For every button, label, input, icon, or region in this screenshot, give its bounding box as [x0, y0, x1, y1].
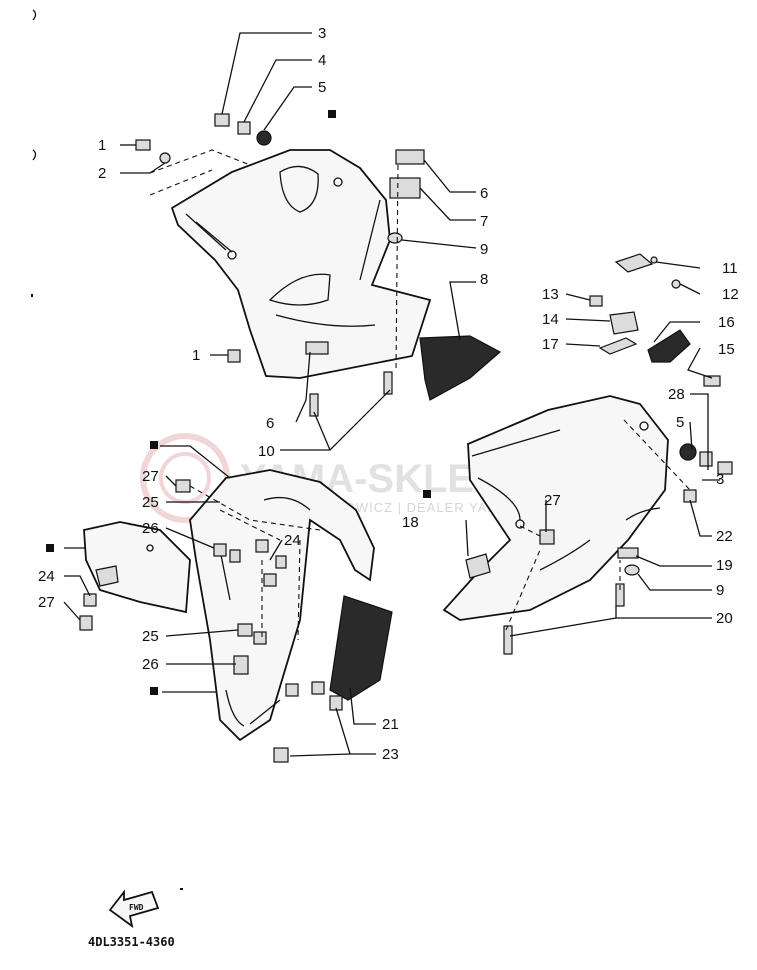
callout-1: 1 — [98, 137, 106, 154]
lower-left-leader-lines — [63, 445, 376, 757]
callout-24-left: 24 — [38, 568, 55, 585]
callout-4: 4 — [318, 52, 326, 69]
callout-labels: 3 4 5 1 2 6 7 9 8 11 12 13 14 16 17 15 1… — [38, 25, 739, 763]
callout-5-right: 5 — [676, 414, 684, 431]
callout-1-lower: 1 — [192, 347, 200, 364]
callout-27-right: 27 — [544, 492, 561, 509]
upper-leader-lines — [120, 32, 477, 451]
callout-28: 28 — [668, 386, 685, 403]
callout-11: 11 — [722, 260, 738, 277]
callout-19: 19 — [716, 557, 733, 574]
right-leader-lines — [465, 393, 720, 637]
callout-25: 25 — [142, 494, 159, 511]
forward-direction-arrow: FWD — [108, 889, 160, 929]
callout-14: 14 — [542, 311, 559, 328]
section-markers — [46, 110, 431, 695]
callout-6-lower: 6 — [266, 415, 274, 432]
callout-9: 9 — [480, 241, 488, 258]
callout-17: 17 — [542, 336, 559, 353]
duct-part-8 — [419, 335, 502, 401]
upper-left-side-cowling — [170, 149, 432, 379]
callout-13: 13 — [542, 286, 559, 303]
callout-9-right: 9 — [716, 582, 724, 599]
diagram-code: 4DL3351-4360 — [88, 935, 175, 949]
callout-16: 16 — [718, 314, 735, 331]
callout-18: 18 — [402, 514, 419, 531]
callout-27: 27 — [142, 468, 159, 485]
callout-2: 2 — [98, 165, 106, 182]
callout-21: 21 — [382, 716, 399, 733]
callout-26-lower: 26 — [142, 656, 159, 673]
callout-5: 5 — [318, 79, 326, 96]
callout-3: 3 — [318, 25, 326, 42]
fwd-arrow-label: FWD — [129, 903, 144, 912]
bracket-assembly — [565, 253, 721, 387]
callout-12: 12 — [722, 286, 739, 303]
callout-10: 10 — [258, 443, 275, 460]
right-lower-cowling — [442, 395, 669, 621]
lower-left-cowling — [83, 469, 393, 742]
callout-23: 23 — [382, 746, 399, 763]
callout-25-lower: 25 — [142, 628, 159, 645]
callout-24-center: 24 — [284, 532, 301, 549]
callout-20: 20 — [716, 610, 733, 627]
callout-7: 7 — [480, 213, 488, 230]
lower-left-hardware — [79, 479, 343, 763]
callout-22: 22 — [716, 528, 733, 545]
callout-15: 15 — [718, 341, 735, 358]
callout-3-right: 3 — [716, 471, 724, 488]
scan-marks — [31, 9, 183, 890]
callout-8: 8 — [480, 271, 488, 288]
callout-6: 6 — [480, 185, 488, 202]
right-hardware — [465, 443, 733, 655]
callout-27-left: 27 — [38, 594, 55, 611]
callout-26: 26 — [142, 520, 159, 537]
